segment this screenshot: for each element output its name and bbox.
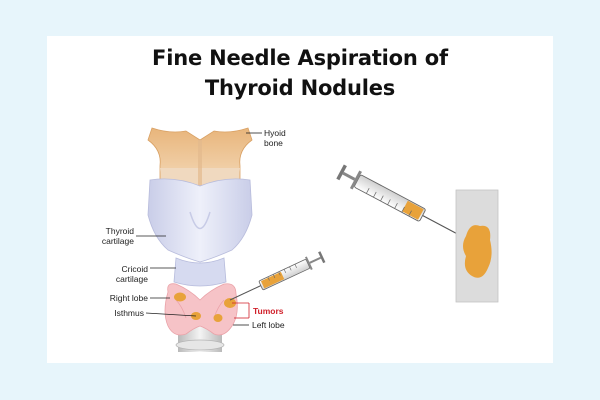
isthmus-label: Isthmus [114, 308, 144, 318]
nodule [224, 298, 236, 308]
thyroid-cartilage-label: Thyroid cartilage [101, 226, 134, 246]
tumors-label: Tumors [253, 306, 284, 316]
nodule [213, 314, 223, 322]
title-line-1: Fine Needle Aspiration of [152, 46, 448, 70]
hyoid-label: Hyoid bone [264, 128, 286, 148]
cricoid-cartilage-label: Cricoid cartilage [115, 264, 148, 284]
left-lobe-label: Left lobe [252, 320, 285, 330]
syringe-icon [229, 251, 326, 301]
right-lobe-label: Right lobe [109, 293, 148, 303]
cricoid-cartilage [173, 257, 227, 287]
thyroid-cartilage [147, 178, 253, 263]
aspirate-sample [463, 225, 492, 278]
title-line-2: Thyroid Nodules [204, 76, 396, 100]
syringe-icon [336, 164, 466, 239]
nodule [174, 292, 186, 302]
